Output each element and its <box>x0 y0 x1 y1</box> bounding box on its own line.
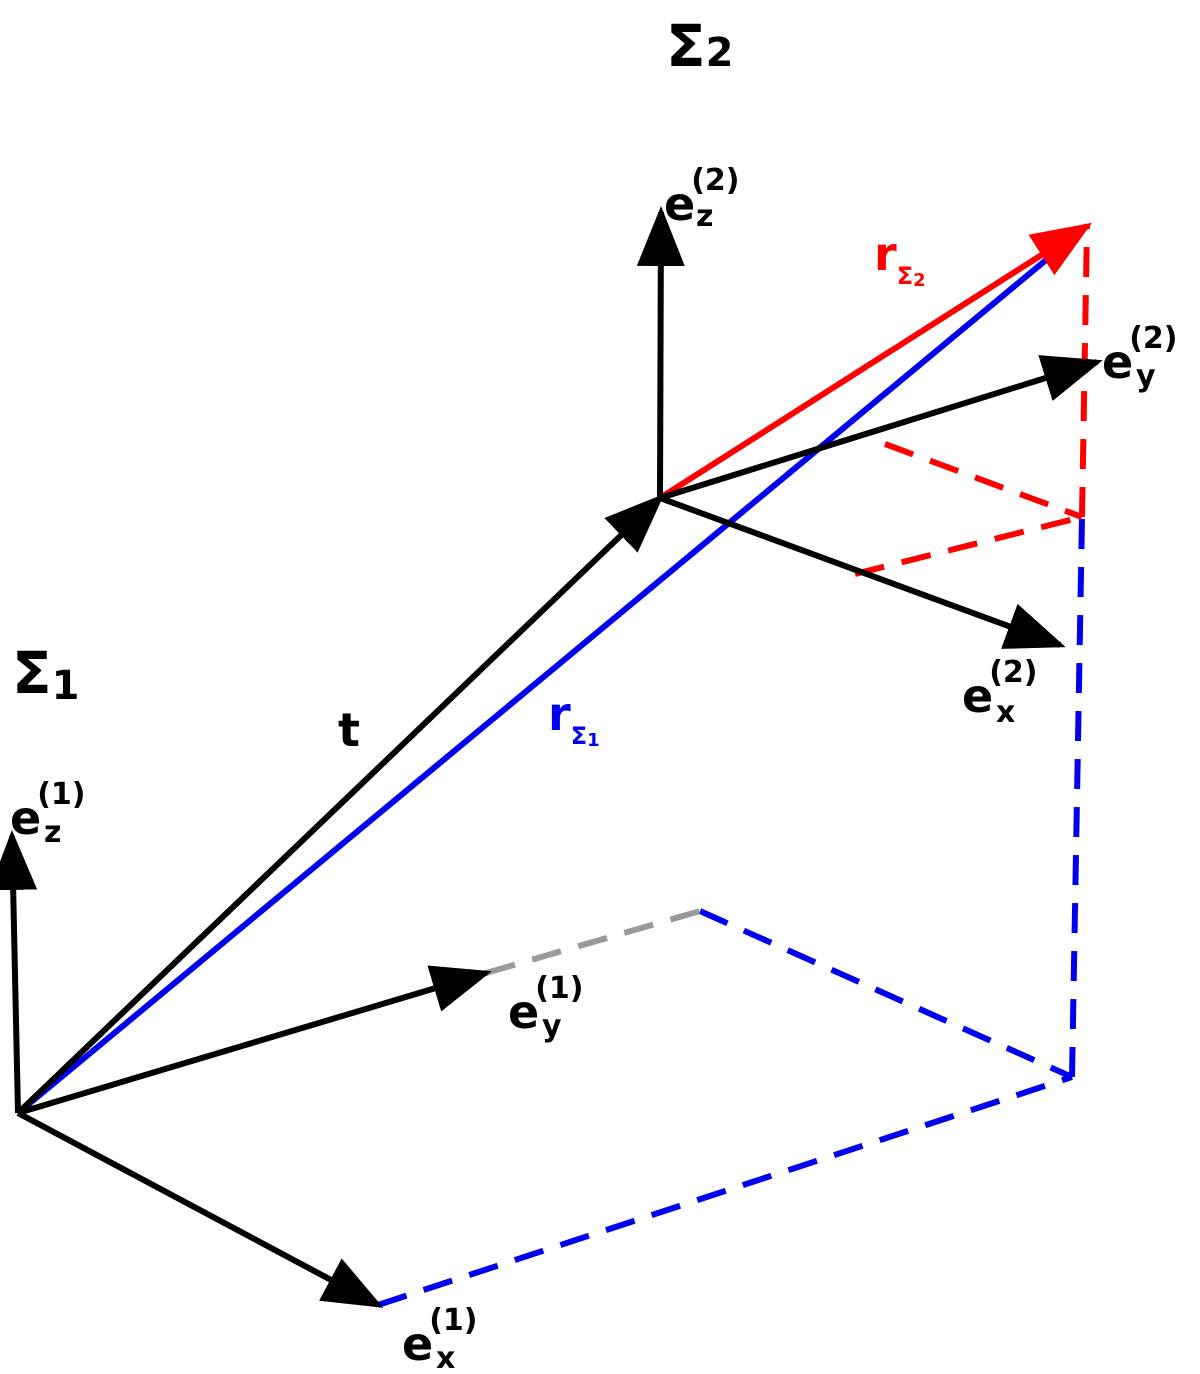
e1-x-label: e(1)x <box>402 1303 478 1374</box>
e2-x-label: e(2)x <box>962 655 1038 730</box>
e1-z-label: e(1)z <box>10 777 86 850</box>
e2-y-axis <box>659 355 1103 501</box>
sigma1-z-height-dash <box>1069 516 1085 1078</box>
e1-z-axis <box>0 830 38 1114</box>
e1-y-label: e(1)y <box>508 971 584 1044</box>
e2-y-label: e(2)y <box>1102 321 1178 394</box>
sigma2-y-projection-dash <box>883 441 1084 520</box>
r-sigma2-label: rΣ2 <box>874 227 926 291</box>
sigma2-label: Σ2 <box>666 12 733 80</box>
e2-x-axis <box>658 495 1066 649</box>
e2-z-axis <box>636 206 685 499</box>
sigma2-z-height-dash <box>1079 225 1090 518</box>
translation-vector-t <box>15 493 665 1116</box>
e2-z-label: e(2)z <box>664 163 740 234</box>
sigma1-y-projection-dash <box>698 908 1074 1080</box>
sigma1-label: Σ1 <box>12 639 79 709</box>
r-sigma1-vector <box>16 223 1089 1116</box>
sigma1-x-projection-dash <box>377 1074 1073 1308</box>
sigma2-x-projection-dash <box>854 514 1083 577</box>
r-sigma1-label: rΣ1 <box>548 687 600 751</box>
r-sigma2-vector <box>658 222 1093 501</box>
sigma1-y-axis-extension-dash <box>485 908 701 976</box>
t-label: t <box>338 703 360 757</box>
e1-y-axis <box>17 965 492 1116</box>
e1-x-axis <box>16 1110 384 1308</box>
